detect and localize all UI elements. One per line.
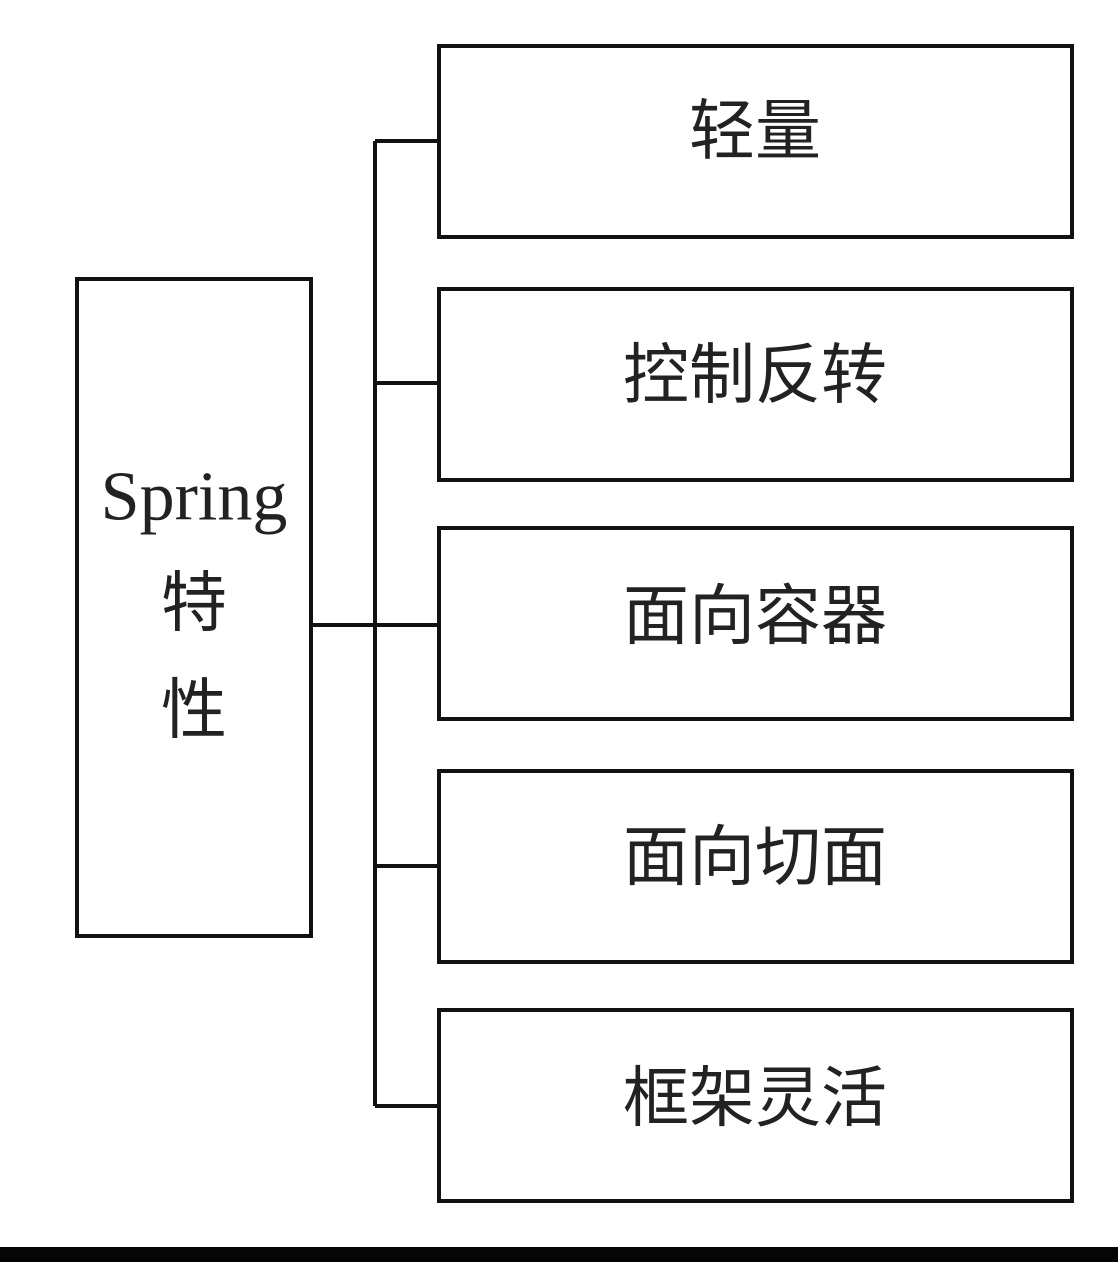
child-box (437, 287, 1074, 482)
child-box (437, 769, 1074, 964)
child-label-lightweight: 轻量 (689, 93, 821, 170)
child-node-container-oriented: 面向容器 (437, 526, 1074, 721)
root-node: Spring 特 性 (75, 277, 313, 938)
root-label-te: 特 (161, 565, 227, 642)
child-node-inversion-of-control: 控制反转 (437, 287, 1074, 482)
child-node-lightweight: 轻量 (437, 44, 1074, 239)
child-node-flexible-framework: 框架灵活 (437, 1008, 1074, 1203)
root-label-xing: 性 (161, 672, 227, 749)
child-box (437, 1008, 1074, 1203)
child-label-container-oriented: 面向容器 (623, 578, 887, 655)
root-label-spring: Spring (101, 459, 288, 536)
child-box (437, 44, 1074, 239)
connectors (311, 139, 439, 1108)
child-label-inversion-of-control: 控制反转 (623, 337, 887, 414)
child-label-flexible-framework: 框架灵活 (623, 1060, 887, 1137)
child-node-aspect-oriented: 面向切面 (437, 769, 1074, 964)
child-box (437, 526, 1074, 721)
bottom-band (0, 1247, 1118, 1262)
child-label-aspect-oriented: 面向切面 (623, 819, 887, 896)
root-box (75, 277, 313, 938)
